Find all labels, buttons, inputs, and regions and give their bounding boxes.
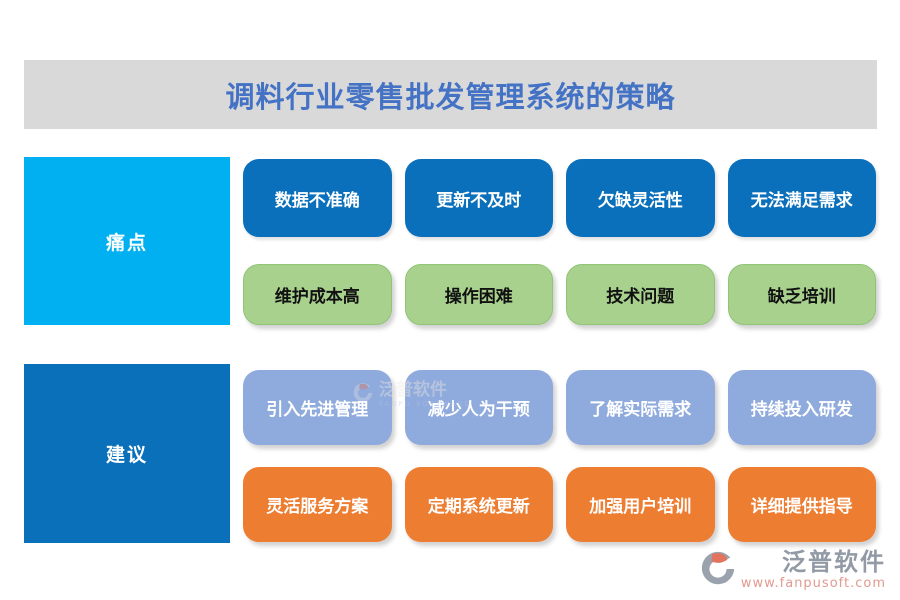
title-bar: 调料行业零售批发管理系统的策略	[24, 60, 877, 129]
section-label-text: 建议	[105, 444, 148, 466]
pain-point-box: 更新不及时	[404, 159, 553, 237]
suggestions-row-1: 引入先进管理 减少人为干预 了解实际需求 持续投入研发	[243, 370, 876, 445]
pain-points-row-1: 数据不准确 更新不及时 欠缺灵活性 无法满足需求	[243, 159, 876, 237]
suggestion-box: 减少人为干预	[404, 370, 553, 445]
pain-points-row-2: 维护成本高 操作困难 技术问题 缺乏培训	[243, 264, 876, 325]
fanpu-logo: 泛普软件 www.fanpusoft.com	[699, 550, 886, 590]
suggestion-box: 定期系统更新	[404, 467, 553, 542]
section-label-pain-points: 痛点	[24, 157, 230, 325]
suggestion-box: 持续投入研发	[727, 370, 876, 445]
pain-point-box: 缺乏培训	[727, 264, 876, 325]
suggestion-box: 了解实际需求	[566, 370, 715, 445]
section-label-text: 痛点	[105, 231, 148, 254]
suggestion-box: 加强用户培训	[566, 467, 715, 542]
pain-point-box: 无法满足需求	[727, 159, 876, 237]
suggestion-box: 引入先进管理	[243, 370, 392, 445]
pain-point-box: 操作困难	[404, 264, 553, 325]
suggestion-box: 详细提供指导	[727, 467, 876, 542]
fanpu-logo-icon	[701, 551, 734, 585]
pain-point-box: 数据不准确	[243, 159, 392, 237]
suggestion-box: 灵活服务方案	[243, 467, 392, 542]
pain-point-box: 维护成本高	[243, 264, 392, 325]
suggestions-row-2: 灵活服务方案 定期系统更新 加强用户培训 详细提供指导	[243, 467, 876, 542]
section-label-suggestions: 建议	[24, 364, 230, 543]
logo-name: 泛普软件	[782, 548, 886, 576]
page-title: 调料行业零售批发管理系统的策略	[225, 79, 676, 114]
logo-url: www.fanpusoft.com	[740, 576, 886, 591]
pain-point-box: 欠缺灵活性	[566, 159, 715, 237]
pain-point-box: 技术问题	[566, 264, 715, 325]
